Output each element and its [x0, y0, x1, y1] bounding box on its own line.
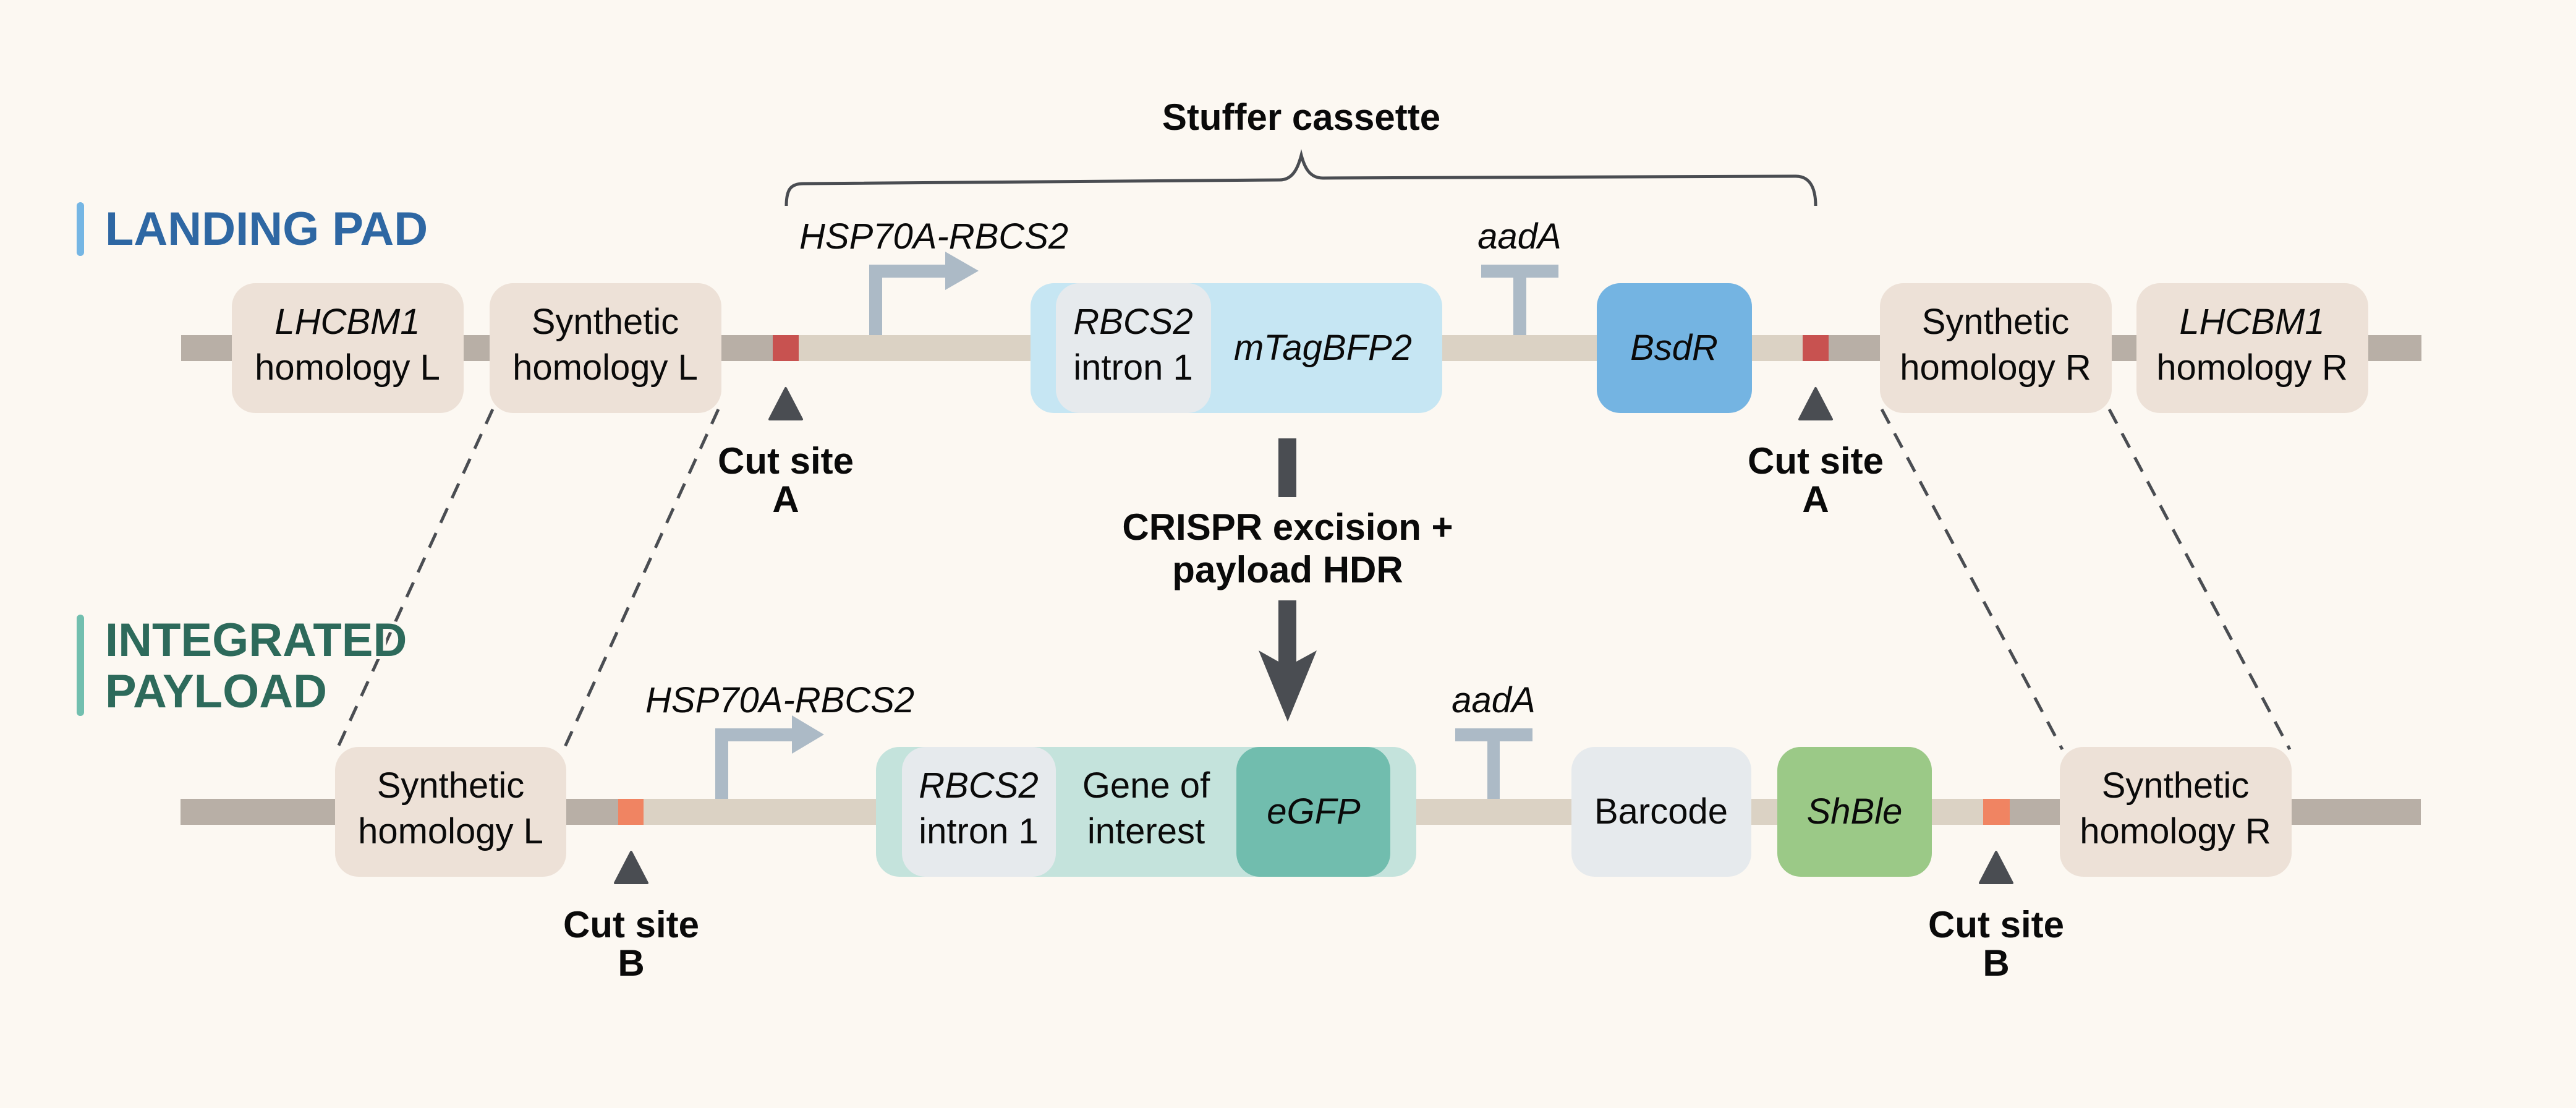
landing-reporter-cassette[interactable]: RBCS2 intron 1 mTagBFP2: [1031, 283, 1442, 413]
intron-block: [1056, 283, 1211, 413]
label-line1: Synthetic: [532, 302, 679, 342]
landing-pad-accent-bar: [77, 202, 84, 256]
mtagbfp2-label: mTagBFP2: [1234, 328, 1412, 368]
integrated-cut-site-b-left[interactable]: Cut site B: [563, 851, 699, 984]
cut-site-triangle-icon: [1979, 851, 2013, 884]
process-arrow-down-icon: [1259, 600, 1317, 722]
landing-lhcbm1-homology-l[interactable]: LHCBM1 homology L: [232, 283, 464, 413]
integrated-payload-cassette[interactable]: RBCS2 intron 1 Gene of interest eGFP: [876, 747, 1416, 877]
box: [335, 747, 566, 877]
cut-site-triangle-icon: [768, 387, 803, 420]
integrated-terminator[interactable]: aadA: [1452, 680, 1536, 799]
gene-of-interest-line2: interest: [1087, 811, 1205, 851]
label-line1: Synthetic: [2102, 765, 2250, 806]
shble-block: [1777, 747, 1932, 877]
landing-synthetic-homology-l[interactable]: Synthetic homology L: [490, 283, 721, 413]
cut-site-letter: B: [618, 942, 644, 984]
label-line2: homology L: [358, 811, 543, 851]
cut-site-label: Cut site: [718, 440, 854, 482]
label-line2: homology R: [1900, 347, 2091, 388]
connector-synthetic-l-right: [562, 408, 720, 751]
box: [490, 283, 721, 413]
cut-site-letter: B: [1983, 942, 2009, 984]
barcode-label: Barcode: [1594, 791, 1728, 832]
landing-cut-site-a-left[interactable]: Cut site A: [718, 387, 854, 520]
cut-site-label: Cut site: [563, 904, 699, 945]
label-line2: homology L: [255, 347, 440, 388]
landing-promoter[interactable]: HSP70A-RBCS2: [799, 216, 1068, 335]
bsdr-label: BsdR: [1630, 328, 1718, 368]
integrated-accent-bar: [77, 615, 84, 716]
terminator-label: aadA: [1452, 680, 1535, 720]
cut-site-letter: A: [1802, 479, 1829, 520]
terminator-icon: [1481, 265, 1558, 335]
label-line1: Synthetic: [377, 765, 525, 806]
integrated-construct: Synthetic homology L HSP70A-RBCS2 RBCS2 …: [181, 680, 2421, 984]
process-label-line2: payload HDR: [1172, 549, 1403, 590]
integrated-synthetic-homology-l[interactable]: Synthetic homology L: [335, 747, 566, 877]
integrated-promoter[interactable]: HSP70A-RBCS2: [645, 680, 914, 799]
landing-terminator[interactable]: aadA: [1477, 216, 1562, 335]
shble-label: ShBle: [1807, 791, 1903, 832]
label-line2: homology R: [2156, 347, 2347, 388]
integrated-cut-site-right-mark: [1983, 799, 2010, 825]
intron-line2: intron 1: [1073, 347, 1192, 388]
integrated-cut-site-b-right[interactable]: Cut site B: [1928, 851, 2064, 984]
integrated-cut-site-left-mark: [618, 799, 644, 825]
intron-line1: RBCS2: [919, 765, 1038, 806]
homology-connectors: [335, 408, 2292, 751]
intron-line1: RBCS2: [1073, 302, 1192, 342]
promoter-arrow-icon: [869, 252, 979, 335]
intron-block: [902, 747, 1056, 877]
landing-cut-site-right-mark: [1803, 335, 1829, 361]
process-arrow-stem-top: [1278, 438, 1296, 497]
integrated-title-line2: PAYLOAD: [105, 665, 327, 718]
integrated-synthetic-homology-r[interactable]: Synthetic homology R: [2060, 747, 2292, 877]
label-line1: Synthetic: [1922, 302, 2070, 342]
egfp-block: [1236, 747, 1390, 877]
box: [1880, 283, 2112, 413]
integrated-shble[interactable]: ShBle: [1777, 747, 1932, 877]
cut-site-label: Cut site: [1748, 440, 1884, 482]
barcode-block: [1571, 747, 1751, 877]
cut-site-triangle-icon: [1798, 387, 1833, 420]
connector-synthetic-r-left: [1880, 408, 2064, 751]
label-line2: homology L: [512, 347, 698, 388]
gene-of-interest-line1: Gene of: [1082, 765, 1210, 806]
bsdr-block: [1597, 283, 1752, 413]
promoter-arrow-icon: [715, 715, 824, 799]
terminator-label: aadA: [1477, 216, 1561, 257]
stuffer-brace: [784, 149, 1817, 207]
cut-site-label: Cut site: [1928, 904, 2064, 945]
label-line1: LHCBM1: [2179, 302, 2324, 342]
cut-site-triangle-icon: [614, 851, 648, 884]
terminator-icon: [1455, 728, 1532, 799]
cut-site-letter: A: [772, 479, 799, 520]
box: [2136, 283, 2368, 413]
landing-pad-title: LANDING PAD: [105, 203, 428, 255]
integrated-barcode[interactable]: Barcode: [1571, 747, 1751, 877]
box: [2060, 747, 2292, 877]
process-label-line1: CRISPR excision +: [1122, 506, 1453, 548]
label-line1: LHCBM1: [274, 302, 420, 342]
stuffer-cassette-label: Stuffer cassette: [1162, 96, 1440, 138]
connector-synthetic-r-right: [2107, 408, 2292, 751]
label-line2: homology R: [2080, 811, 2271, 851]
connector-synthetic-l-left: [335, 408, 495, 751]
landing-lhcbm1-homology-r[interactable]: LHCBM1 homology R: [2136, 283, 2368, 413]
landing-cut-site-a-right[interactable]: Cut site A: [1748, 387, 1884, 520]
promoter-label: HSP70A-RBCS2: [645, 680, 914, 720]
box: [232, 283, 464, 413]
promoter-label: HSP70A-RBCS2: [799, 216, 1068, 257]
intron-line2: intron 1: [919, 811, 1038, 851]
integrated-title-line1: INTEGRATED: [105, 614, 407, 667]
crispr-process: CRISPR excision + payload HDR: [1122, 438, 1453, 722]
landing-synthetic-homology-r[interactable]: Synthetic homology R: [1880, 283, 2112, 413]
landing-cut-site-left-mark: [773, 335, 799, 361]
egfp-label: eGFP: [1267, 791, 1361, 832]
landing-bsdr[interactable]: BsdR: [1597, 283, 1752, 413]
landing-pad-construct: LHCBM1 homology L Synthetic homology L H…: [181, 216, 2421, 520]
